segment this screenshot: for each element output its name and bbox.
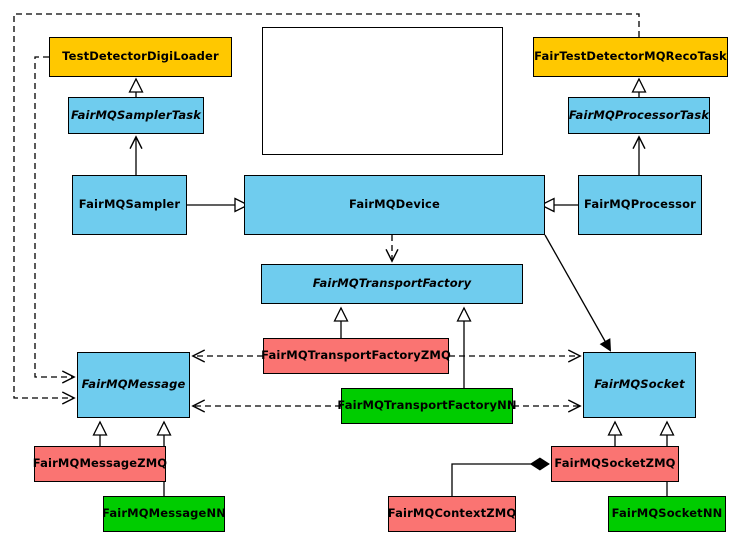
class-label-fairtestdetectormqrecotask: FairTestDetectorMQRecoTask	[534, 49, 727, 64]
class-label-fairmqsamplertask: FairMQSamplerTask	[70, 107, 202, 122]
class-node-fairmqmessage[interactable]: FairMQMessage	[77, 352, 190, 418]
class-label-fairmqprocessortask: FairMQProcessorTask	[568, 107, 710, 122]
legend-container	[262, 27, 503, 155]
class-label-testdetectordigiloader: TestDetectorDigiLoader	[62, 49, 219, 64]
class-label-fairmqdevice: FairMQDevice	[349, 197, 440, 212]
edge-socketzmq-composition-contextzmq	[451, 457, 550, 496]
class-node-fairmqmessagezmq[interactable]: FairMQMessageZMQ	[32, 446, 168, 482]
class-label-fairmqmessage: FairMQMessage	[81, 377, 186, 392]
class-label-fairmqtransportfactoryzmq: FairMQTransportFactoryZMQ	[261, 348, 451, 363]
class-node-fairmqsocketzmq[interactable]: FairMQSocketZMQ	[551, 446, 679, 482]
class-label-fairmqsocketnn: FairMQSocketNN	[611, 506, 723, 521]
class-label-fairmqtransportfactory: FairMQTransportFactory	[312, 276, 472, 291]
class-label-fairmqprocessor: FairMQProcessor	[584, 197, 696, 212]
class-label-fairmqsocket: FairMQSocket	[594, 377, 685, 392]
class-node-fairmqsampler[interactable]: FairMQSampler	[72, 175, 187, 235]
class-label-fairmqcontextzmq: FairMQContextZMQ	[387, 506, 517, 521]
class-node-fairtestdetectormqrecotask[interactable]: FairTestDetectorMQRecoTask	[533, 37, 728, 77]
class-node-fairmqtransportfactoryzmq[interactable]: FairMQTransportFactoryZMQ	[261, 338, 451, 374]
class-node-fairmqtransportfactory[interactable]: FairMQTransportFactory	[261, 264, 523, 304]
class-node-fairmqdevice[interactable]: FairMQDevice	[244, 175, 545, 235]
class-node-fairmqsocket[interactable]: FairMQSocket	[583, 352, 696, 418]
class-node-fairmqsocketnn[interactable]: FairMQSocketNN	[608, 496, 726, 532]
class-node-fairmqtransportfactorynn[interactable]: FairMQTransportFactoryNN	[337, 388, 517, 424]
class-node-testdetectordigiloader[interactable]: TestDetectorDigiLoader	[49, 37, 232, 77]
class-label-fairmqsocketzmq: FairMQSocketZMQ	[554, 456, 676, 471]
class-label-fairmqmessagezmq: FairMQMessageZMQ	[32, 456, 168, 471]
class-label-fairmqmessagenn: FairMQMessageNN	[102, 506, 226, 521]
edge-device-to-socket	[544, 234, 612, 352]
class-node-fairmqsamplertask[interactable]: FairMQSamplerTask	[68, 97, 204, 134]
class-label-fairmqtransportfactorynn: FairMQTransportFactoryNN	[337, 398, 517, 413]
class-node-fairmqprocessor[interactable]: FairMQProcessor	[578, 175, 702, 235]
class-node-fairmqcontextzmq[interactable]: FairMQContextZMQ	[388, 496, 516, 532]
class-label-fairmqsampler: FairMQSampler	[78, 197, 181, 212]
class-node-fairmqmessagenn[interactable]: FairMQMessageNN	[102, 496, 226, 532]
class-node-fairmqprocessortask[interactable]: FairMQProcessorTask	[568, 97, 710, 134]
